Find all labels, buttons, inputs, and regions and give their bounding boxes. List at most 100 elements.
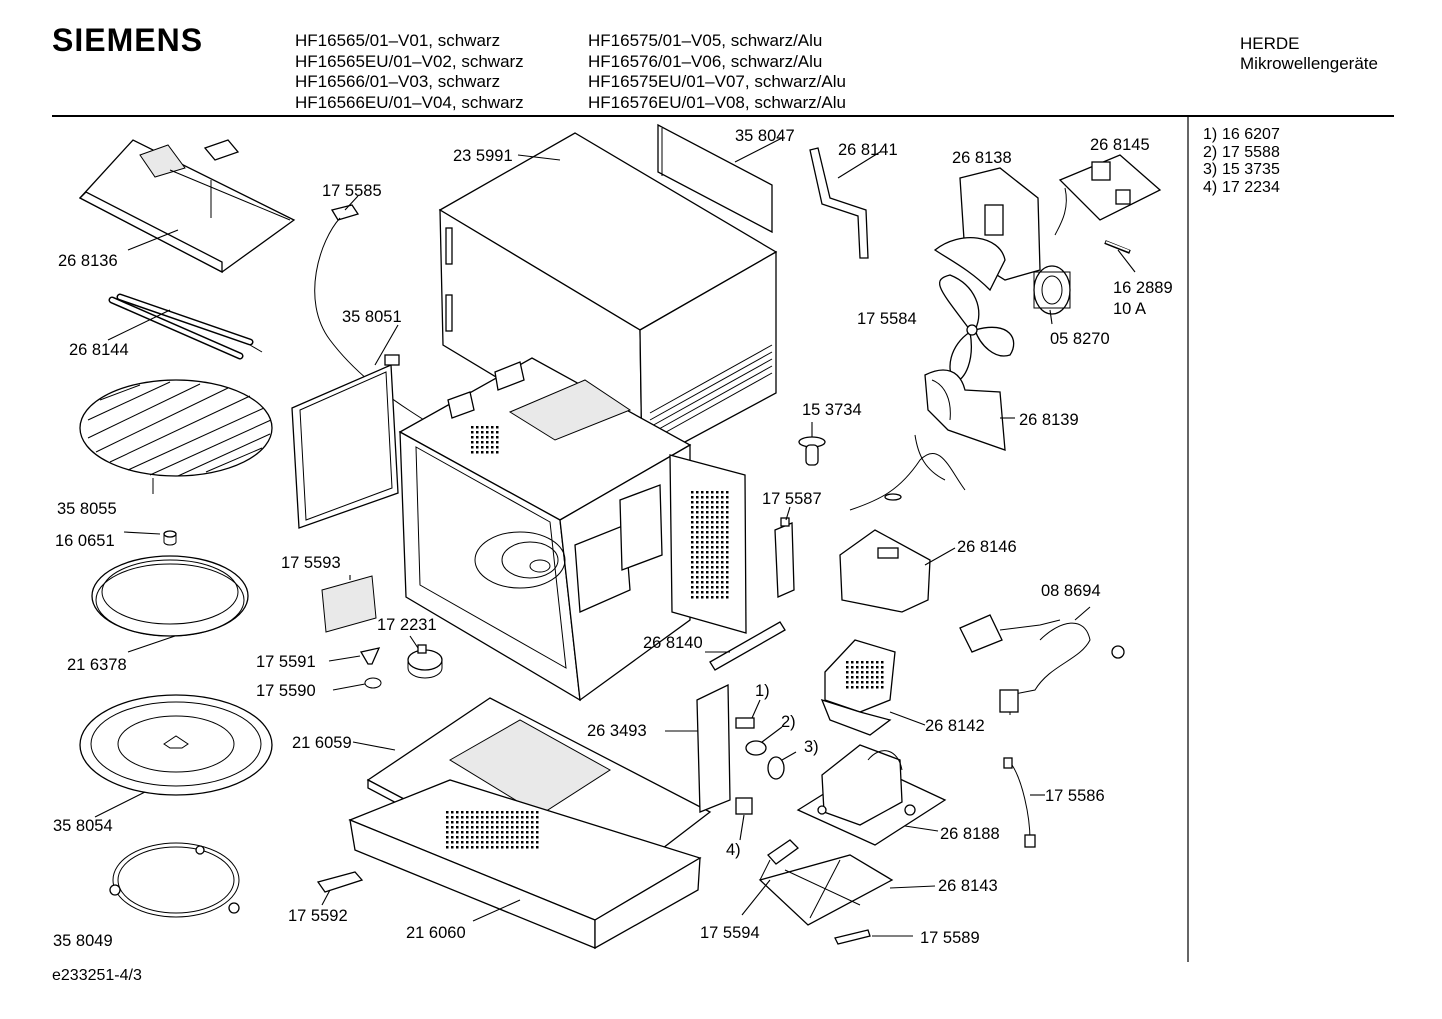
part-label: 23 5991 (453, 147, 513, 165)
sensor-cable-part (314, 204, 441, 431)
fuse-part (1104, 240, 1131, 254)
part-label: 15 3734 (802, 401, 862, 419)
part-label: 17 5589 (920, 929, 980, 947)
washer-part (364, 677, 382, 689)
transformer-part (796, 744, 947, 846)
footnote-item: 3)15 3735 (1203, 161, 1280, 179)
fan-housing-part (933, 167, 1041, 292)
part-label: 26 8141 (838, 141, 898, 159)
part-label: 17 5592 (288, 907, 348, 925)
part-label: 26 8136 (58, 252, 118, 270)
part-label: 26 8140 (643, 634, 703, 652)
footnote-number: 1) (1203, 126, 1218, 143)
switch-holder-part (696, 683, 785, 815)
part-label: 08 8694 (1041, 582, 1101, 600)
part-rating: 10 A (1113, 300, 1146, 318)
footnote-number: 4) (1203, 178, 1218, 196)
fan-motor-part (1033, 265, 1071, 315)
waveguide-cover-part (291, 354, 400, 529)
part-label: 26 8143 (938, 877, 998, 895)
circuit-board-part (1054, 154, 1162, 236)
footnote-number: 3) (1203, 161, 1218, 178)
part-label: 21 6059 (292, 734, 352, 752)
model-entry: HF16566/01–V03, schwarz (295, 72, 501, 91)
leader-lines (94, 137, 1136, 937)
reference-label: 1) (755, 682, 770, 700)
part-label: 17 5585 (322, 182, 382, 200)
part-label: 16 2889 (1113, 279, 1173, 297)
air-duct-part (924, 369, 1006, 451)
bottom-shield-part (758, 854, 894, 926)
oven-cavity-assembly (398, 357, 747, 702)
fan-blade-part (939, 274, 1015, 383)
part-label: 26 8144 (69, 341, 129, 359)
part-label: 35 8049 (53, 932, 113, 950)
part-label: 17 5593 (281, 554, 341, 572)
part-label: 21 6378 (67, 656, 127, 674)
part-label: 26 8188 (940, 825, 1000, 843)
wire-link-part (1003, 757, 1036, 848)
footnote-item: 1)16 6207 (1203, 126, 1280, 144)
holder-part (839, 529, 931, 613)
part-label: 05 8270 (1050, 330, 1110, 348)
part-label: 21 6060 (406, 924, 466, 942)
part-label: 35 8047 (735, 127, 795, 145)
top-cover-part (78, 139, 296, 274)
part-label: 26 3493 (587, 722, 647, 740)
part-label: 26 8138 (952, 149, 1012, 167)
coupler-part (359, 647, 381, 665)
part-label: 17 5591 (256, 653, 316, 671)
footnote-part: 16 6207 (1222, 126, 1280, 143)
reference-label: 4) (726, 841, 741, 859)
part-label: 35 8054 (53, 817, 113, 835)
model-entry: HF16566EU/01–V04, schwarz (295, 92, 524, 112)
model-entry: HF16565/01–V01, schwarz (295, 31, 501, 50)
mica-sheet-part (321, 575, 377, 633)
product-category: HERDE Mikrowellengeräte (1240, 34, 1378, 74)
lamp-part (798, 436, 826, 466)
part-label: 17 5590 (256, 682, 316, 700)
clip-part (316, 871, 364, 893)
category-subtitle: Mikrowellengeräte (1240, 54, 1378, 73)
shield-plate-part (774, 517, 795, 598)
model-entry: HF16575/01–V05, schwarz/Alu (588, 31, 823, 50)
side-wall-part (657, 123, 773, 234)
reference-label: 3) (804, 738, 819, 756)
model-entry: HF16576EU/01–V08, schwarz/Alu (588, 92, 846, 112)
roller-part (163, 530, 177, 546)
category-title: HERDE (1240, 34, 1300, 53)
power-cord-part (959, 614, 1125, 715)
grill-rack-part (79, 379, 273, 494)
rail-part (709, 621, 786, 671)
turntable-plate-part (79, 694, 273, 796)
small-bracket-part (759, 839, 799, 881)
reference-label: 2) (781, 713, 796, 731)
drawing-id: e233251-4/3 (52, 967, 142, 984)
part-label: 26 8145 (1090, 136, 1150, 154)
footnote-part: 17 2234 (1222, 178, 1280, 196)
part-label: 26 8142 (925, 717, 985, 735)
footnote-item: 2)17 5588 (1203, 144, 1280, 162)
model-list-right: HF16575/01–V05, schwarz/Alu HF16576/01–V… (588, 31, 846, 113)
part-label: 17 5584 (857, 310, 917, 328)
roller-ring-part (109, 842, 240, 918)
footnote-part: 15 3735 (1222, 161, 1280, 178)
part-label: 35 8055 (57, 500, 117, 518)
bottom-tray-part (348, 779, 702, 950)
part-label: 35 8051 (342, 308, 402, 326)
model-entry: HF16565EU/01–V02, schwarz (295, 51, 524, 71)
part-label: 16 0651 (55, 532, 115, 550)
small-clip-part (834, 929, 871, 945)
model-entry: HF16575EU/01–V07, schwarz/Alu (588, 72, 846, 91)
magnetron-part (820, 639, 896, 736)
footnote-item: 4)17 2234 (1203, 179, 1280, 197)
footnote-number: 2) (1203, 143, 1218, 161)
part-label: 17 5594 (700, 924, 760, 942)
baking-tray-part (91, 555, 249, 637)
part-label: 26 8146 (957, 538, 1017, 556)
heating-element-part (108, 293, 263, 360)
part-label: 17 5587 (762, 490, 822, 508)
bracket-part (809, 147, 869, 259)
model-list-left: HF16565/01–V01, schwarz HF16565EU/01–V02… (295, 31, 524, 113)
